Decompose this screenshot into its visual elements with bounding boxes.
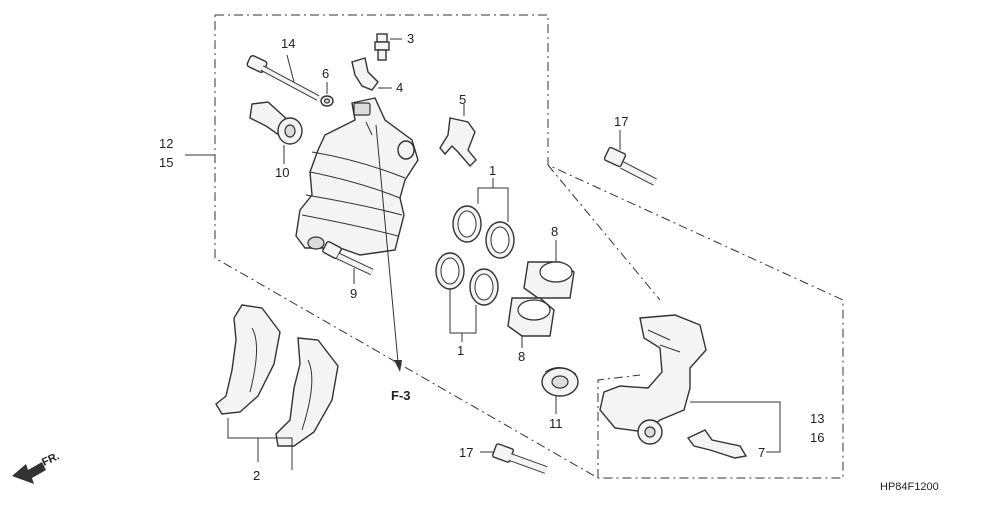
piston-seals-1-lower — [435, 252, 499, 342]
callout-16: 16 — [810, 430, 824, 445]
callout-14: 14 — [281, 36, 295, 51]
slide-pin-14 — [246, 54, 320, 101]
leader-2 — [227, 418, 293, 470]
callout-8-lower: 8 — [518, 349, 525, 364]
callout-2: 2 — [253, 468, 260, 483]
callout-10: 10 — [275, 165, 289, 180]
front-direction-arrow: FR. — [12, 450, 61, 484]
mounting-bolt-9 — [322, 240, 374, 284]
assembly-outline — [214, 14, 844, 479]
direction-label: FR. — [40, 450, 61, 468]
callout-1-upper: 1 — [489, 163, 496, 178]
bleed-screw-3 — [374, 33, 402, 61]
callout-15: 15 — [159, 155, 173, 170]
reference-label: F-3 — [391, 388, 411, 403]
bolt-17-upper — [603, 130, 657, 186]
piston-seals-1-upper — [452, 178, 515, 259]
diagram-code: HP84F1200 — [880, 481, 939, 493]
caliper-body — [295, 97, 419, 256]
callout-11: 11 — [549, 416, 563, 431]
pin-clip-4 — [351, 57, 392, 91]
callout-17-lower: 17 — [459, 445, 473, 460]
callout-4: 4 — [396, 80, 403, 95]
callout-17-upper: 17 — [614, 114, 628, 129]
pad-retainer-7 — [686, 429, 748, 459]
callout-6: 6 — [322, 66, 329, 81]
brake-pad-inner — [215, 304, 281, 415]
callout-8-upper: 8 — [551, 224, 558, 239]
piston-8-lower — [507, 297, 555, 348]
pin-boot-11 — [541, 367, 579, 414]
callout-3: 3 — [407, 31, 414, 46]
callout-7: 7 — [758, 445, 765, 460]
bolt-17-lower — [480, 443, 548, 474]
callout-1-lower: 1 — [457, 343, 464, 358]
brake-pad-outer — [275, 337, 339, 447]
washer-6 — [320, 82, 334, 107]
callout-5: 5 — [459, 92, 466, 107]
pin-boot-10 — [249, 101, 303, 164]
callout-12: 12 — [159, 136, 173, 151]
pad-spring-5 — [439, 104, 477, 168]
piston-8-upper — [523, 240, 575, 299]
caliper-bracket — [599, 314, 781, 453]
reference-arrow — [375, 124, 402, 372]
callout-13: 13 — [810, 411, 824, 426]
callout-9: 9 — [350, 286, 357, 301]
